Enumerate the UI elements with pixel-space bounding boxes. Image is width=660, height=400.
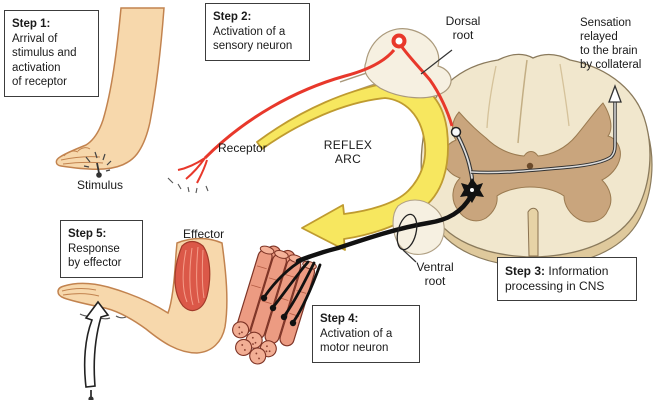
knuckle-lines [63,147,91,157]
neuromuscular-junctions [260,294,297,327]
motor-neuron [260,178,484,327]
effector-finger-lines [61,288,100,297]
biceps-striations [182,246,205,306]
sensory-axon-dorsal-root [400,46,454,127]
step2-box: Step 2: Activation of a sensory neuron [205,3,310,61]
central-canal [526,162,534,170]
step1-box: Step 1: Arrival of stimulus and activatio… [4,10,99,97]
step2-body: Activation of a sensory neuron [213,25,293,53]
sensory-neuron [167,33,454,194]
step1-title: Step 1: [12,18,51,30]
stimulus-tack-icon [96,162,102,178]
response-tack-icon [88,390,94,400]
step3-body: Information processing in CNS [505,264,609,293]
dorsal-root-label: Dorsal root [445,14,481,42]
fiber-cross-dots [238,326,271,360]
step4-body: Activation of a motor neuron [320,327,393,355]
receptor-flash-marks [167,177,209,194]
step5-body: Response by effector [68,242,122,270]
fiber-cross-sections [232,321,277,365]
gray-matter-butterfly [442,102,621,223]
collateral-fiber-core [470,94,616,174]
collateral-arrowhead-icon [608,84,622,103]
motor-neuron-nucleus [470,188,474,192]
ventral-root-sleeve [392,199,445,255]
dorsal-sulcus-right [559,63,570,127]
step2-title: Step 2: [213,11,252,23]
collateral-to-brain [470,84,622,175]
stimulus-flash-marks [83,151,112,172]
step4-title: Step 4: [320,313,359,325]
spinal-cord-cross-section [420,53,653,268]
step5-title: Step 5: [68,228,107,240]
ventral-median-fissure [527,207,539,257]
step1-body: Arrival of stimulus and activation of re… [12,32,77,89]
receptor-label: Receptor [218,141,267,155]
dorsal-root-ganglion [391,33,407,49]
dorsal-root-pointer [420,49,453,75]
stimulus-arm [55,7,165,178]
step3-title: Step 3: [505,264,546,278]
step5-box: Step 5: Response by effector [60,220,143,278]
stimulus-label: Stimulus [76,178,123,192]
stimulus-arm-outline [55,7,165,170]
motor-axon-branches [263,257,322,323]
response-arrow [83,300,110,388]
effector-label: Effector [183,227,225,241]
dorsal-median-sulcus [517,59,528,144]
muscle-fiber-bundle [232,245,317,365]
reflex-arc-label: REFLEX ARC [323,138,373,166]
sensation-collateral-label: Sensation relayed to the brain by collat… [580,17,642,71]
effector-arm [57,237,228,400]
interneuron-synapse [450,126,462,138]
ventral-root-label: Ventral root [416,260,454,288]
dorsal-sulcus-left [486,65,497,129]
step4-box: Step 4: Activation of a motor neuron [312,305,420,363]
receptor-branches [177,157,208,184]
sensory-axon [203,49,396,160]
ventral-root-pointer [402,249,417,263]
motor-axon [295,193,474,264]
biceps-muscle [174,240,211,312]
step3-box: Step 3: Information processing in CNS [497,257,637,301]
ventral-root-ring [396,213,418,251]
